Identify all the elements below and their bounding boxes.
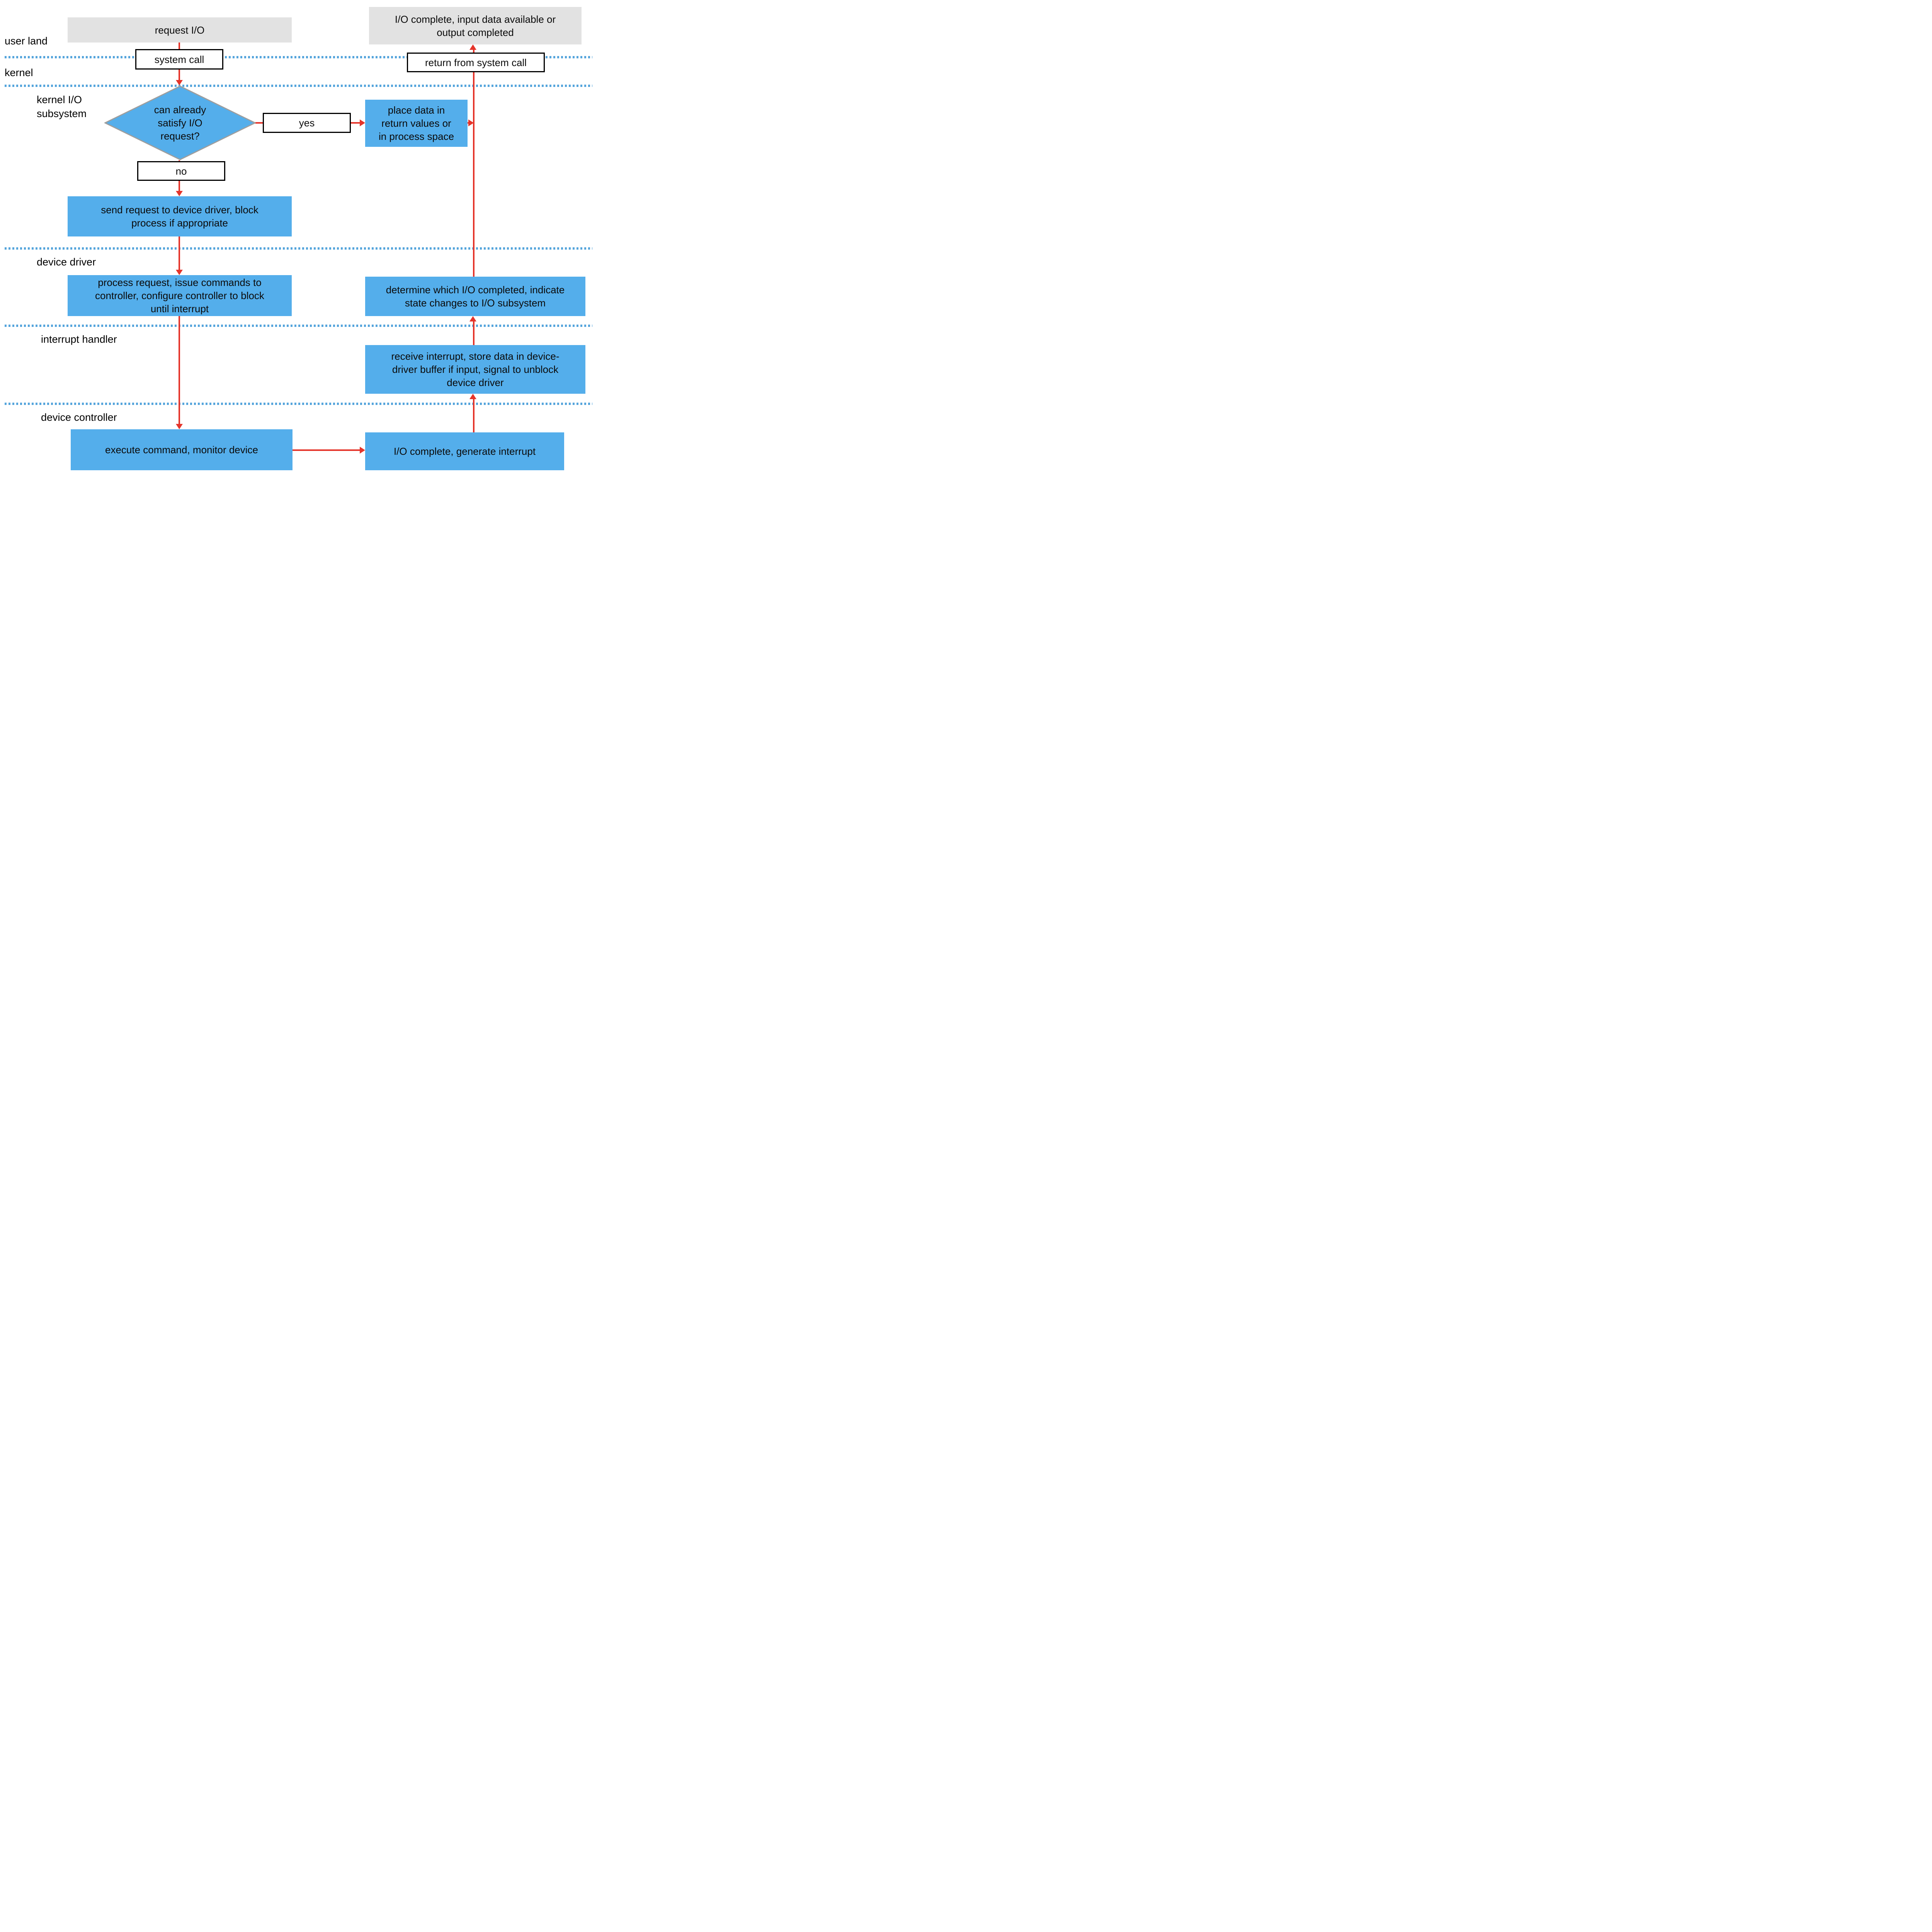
node-io-complete-generate-interrupt-label: I/O complete, generate interrupt <box>393 446 536 457</box>
edge-determine-to-return-line <box>473 50 474 277</box>
divider-interrupt-handler-device-controller <box>5 403 592 405</box>
node-system-call: system call <box>135 49 223 70</box>
edge-process-to-execute-line <box>179 316 180 424</box>
divider-userland-kernel <box>5 56 592 58</box>
arrowhead-into-return-path <box>468 119 474 126</box>
arrowhead-into-send-request <box>176 191 183 196</box>
lane-label-interrupt-handler: interrupt handler <box>41 333 117 345</box>
node-no: no <box>137 161 225 181</box>
node-request-io: request I/O <box>68 17 292 43</box>
arrowhead-into-receive-interrupt <box>469 394 476 399</box>
arrowhead-into-execute-command <box>176 424 183 429</box>
node-receive-interrupt: receive interrupt, store data in device-… <box>365 345 585 394</box>
edge-send-to-process-line <box>179 236 180 270</box>
divider-kernel-io-subsystem <box>5 85 592 87</box>
lane-label-device-controller: device controller <box>41 412 117 423</box>
lane-label-device-driver: device driver <box>37 256 96 268</box>
arrowhead-into-place-data <box>360 119 365 126</box>
arrowhead-into-iocomplete-interrupt <box>360 447 365 454</box>
edge-receive-to-determine-line <box>473 321 474 345</box>
arrowhead-into-decision <box>176 80 183 85</box>
arrowhead-into-process-request <box>176 270 183 275</box>
arrowhead-into-iocomplete-top <box>469 44 476 50</box>
node-return-from-system-call: return from system call <box>407 53 545 72</box>
node-execute-command: execute command, monitor device <box>71 429 293 470</box>
edge-decision-yes-stub <box>255 122 263 124</box>
node-decision-diamond <box>104 85 256 160</box>
edge-execute-to-iocomplete-line <box>293 449 360 451</box>
lane-label-kernel: kernel <box>5 67 33 78</box>
node-request-io-label: request I/O <box>155 24 205 36</box>
io-request-lifecycle-diagram: user land kernel kernel I/O subsystem de… <box>0 0 597 472</box>
node-yes-label: yes <box>299 117 315 129</box>
lane-label-user-land: user land <box>5 35 48 47</box>
divider-device-driver-interrupt-handler <box>5 325 592 327</box>
node-yes: yes <box>263 113 351 133</box>
divider-io-subsystem-device-driver <box>5 247 592 250</box>
lane-label-kernel-io-subsystem: kernel I/O subsystem <box>37 94 87 119</box>
node-io-complete-generate-interrupt: I/O complete, generate interrupt <box>365 432 564 470</box>
node-no-label: no <box>175 165 187 177</box>
edge-iocomplete-to-receive-line <box>473 399 474 432</box>
node-return-from-system-call-label: return from system call <box>425 56 527 68</box>
arrowhead-into-determine <box>469 316 476 321</box>
decision-diamond-shape <box>104 85 256 160</box>
node-system-call-label: system call <box>154 53 204 65</box>
edge-yes-to-placedata-line <box>351 122 360 124</box>
node-execute-command-label: execute command, monitor device <box>105 444 258 456</box>
